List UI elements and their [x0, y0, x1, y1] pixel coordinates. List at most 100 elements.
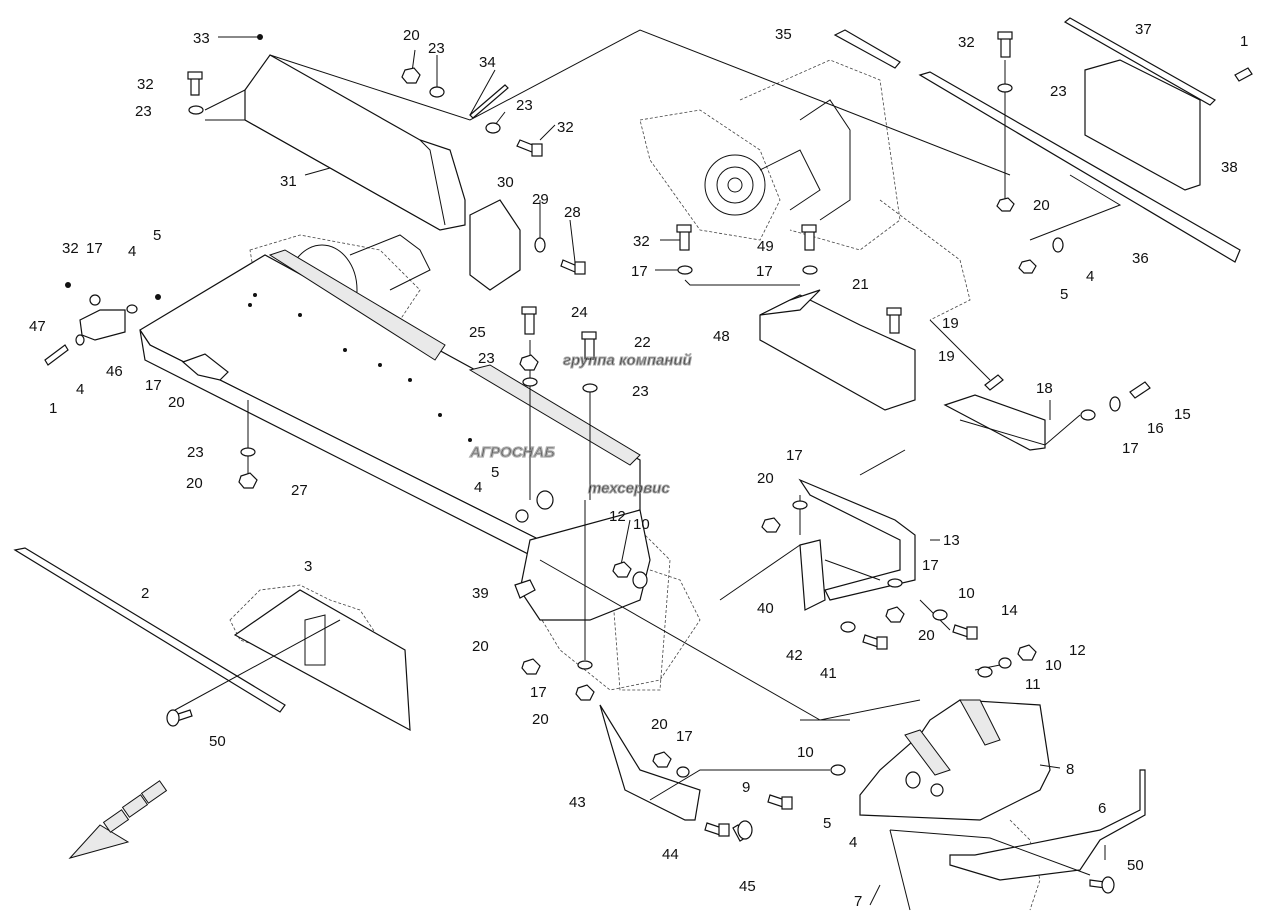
nut-icon [761, 517, 781, 533]
upper-belt-shield [244, 54, 466, 231]
callout-label: 43 [569, 794, 586, 811]
callout-label: 3 [304, 558, 312, 575]
callout-label: 17 [1122, 440, 1139, 457]
nut-icon [652, 751, 672, 768]
callout-label: 17 [922, 557, 939, 574]
callout-label: 10 [797, 744, 814, 761]
callout-label: 46 [106, 363, 123, 380]
callout-label: 20 [1033, 197, 1050, 214]
callout-label: 20 [918, 627, 935, 644]
washer-icon [577, 660, 593, 670]
callout-label: 47 [29, 318, 46, 335]
callout-label: 6 [1098, 800, 1106, 817]
travel-direction-arrow [68, 780, 168, 859]
callout-label: 39 [472, 585, 489, 602]
callout-label: 30 [497, 174, 514, 191]
callout-label: 23 [428, 40, 445, 57]
washer-icon [997, 83, 1013, 93]
callout-label: 8 [1066, 761, 1074, 778]
bolt-icon [676, 224, 692, 251]
callout-label: 23 [187, 444, 204, 461]
callout-label: 31 [280, 173, 297, 190]
callout-label: 17 [145, 377, 162, 394]
bolt-icon [521, 306, 537, 335]
callout-label: 2 [141, 585, 149, 602]
nut-icon [1017, 644, 1037, 661]
callout-label: 17 [631, 263, 648, 280]
callout-label: 48 [713, 328, 730, 345]
washer-icon [582, 383, 598, 393]
callout-label: 27 [291, 482, 308, 499]
bracket-18 [943, 394, 1046, 451]
plate-48 [759, 289, 821, 316]
callout-label: 20 [403, 27, 420, 44]
rear-right-shields [759, 17, 1241, 611]
callout-label: 1 [1240, 33, 1248, 50]
strip-35 [833, 29, 901, 69]
plate-40 [799, 539, 826, 611]
bolt-icon [801, 224, 817, 251]
nut-icon [575, 684, 595, 701]
nut-icon [1018, 259, 1037, 274]
washer-icon [1052, 237, 1064, 253]
bracket-30 [469, 199, 521, 291]
callout-label: 17 [86, 240, 103, 257]
callout-label: 19 [942, 315, 959, 332]
rivet-icon [257, 34, 263, 40]
shield-3 [233, 589, 411, 732]
callout-label: 40 [757, 600, 774, 617]
bolt-icon [732, 820, 753, 842]
washer-icon [534, 237, 546, 253]
callout-label: 41 [820, 665, 837, 682]
washer-icon [677, 265, 693, 275]
bolt-icon [952, 624, 978, 640]
callout-label: 1 [49, 400, 57, 417]
callout-label: 5 [491, 464, 499, 481]
callout-label: 20 [472, 638, 489, 655]
main-deck-panel [139, 249, 641, 561]
callout-label: 20 [168, 394, 185, 411]
callout-label: 23 [478, 350, 495, 367]
rivet-icon [65, 282, 71, 288]
callout-label: 28 [564, 204, 581, 221]
callout-label: 50 [209, 733, 226, 750]
nut-icon [401, 67, 421, 84]
washer-icon [89, 294, 101, 306]
nut-icon [238, 472, 258, 489]
callout-label: 4 [1086, 268, 1094, 285]
callout-label: 13 [943, 532, 960, 549]
callout-label: 7 [854, 893, 862, 910]
washer-icon [932, 609, 948, 621]
callout-label: 20 [532, 711, 549, 728]
nut-icon [612, 561, 632, 578]
callout-label: 5 [1060, 286, 1068, 303]
center-skirt [519, 509, 701, 821]
callout-label: 32 [633, 233, 650, 250]
callout-label: 4 [76, 381, 84, 398]
callout-label: 42 [786, 647, 803, 664]
callout-label: 32 [137, 76, 154, 93]
washer-icon [887, 578, 903, 588]
watermark-line3: техсервис [588, 480, 670, 497]
callout-label: 20 [186, 475, 203, 492]
callout-label: 20 [757, 470, 774, 487]
nut-icon [885, 606, 905, 623]
bolt-icon [1129, 381, 1151, 399]
callout-label: 33 [193, 30, 210, 47]
pin-34 [469, 84, 509, 119]
bolt-icon [997, 31, 1013, 58]
callout-label: 16 [1147, 420, 1164, 437]
callout-label: 24 [571, 304, 588, 321]
strip-2 [13, 547, 286, 713]
washer-icon [429, 86, 445, 98]
callout-label: 15 [1174, 406, 1191, 423]
fasteners [44, 31, 1253, 894]
callout-label: 5 [823, 815, 831, 832]
callout-label: 21 [852, 276, 869, 293]
washer-icon [840, 621, 856, 633]
shield-38 [1084, 59, 1201, 191]
callout-label: 35 [775, 26, 792, 43]
watermark-line1: группа компаний [563, 352, 692, 369]
callout-label: 10 [633, 516, 650, 533]
